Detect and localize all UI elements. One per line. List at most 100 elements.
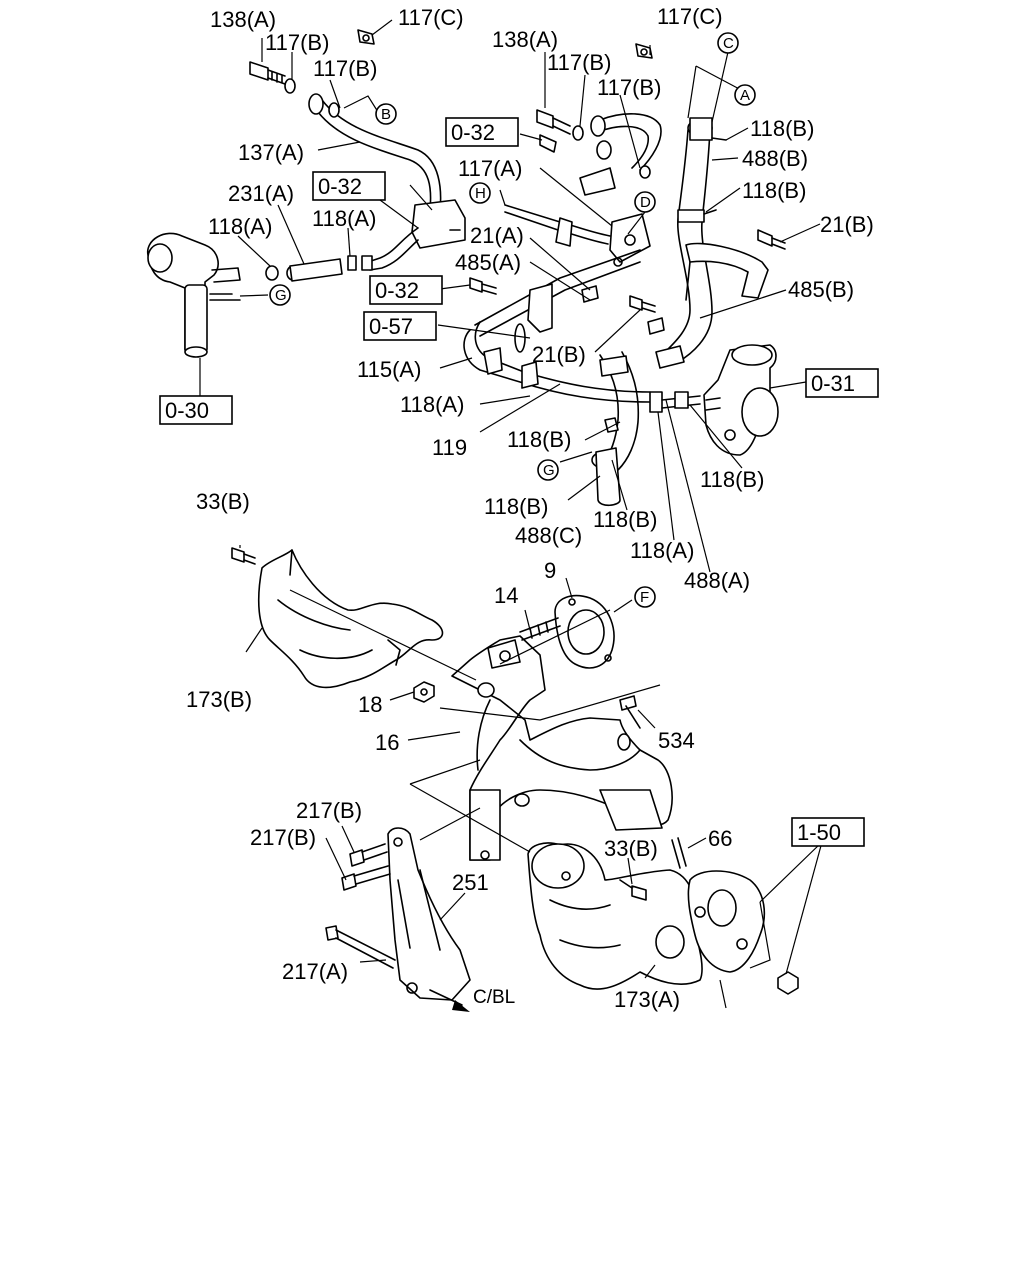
reference-boxes: 0-32 0-32 0-32 0-57 0-31 0-30 1-50 [159,117,879,847]
pipe-137a [308,93,466,271]
callout-118b-3: 118(B) [507,427,571,452]
exhaust-elbow-16 [451,635,673,861]
hose-231a [265,255,357,282]
pipe-488b [661,117,727,363]
callout-485a: 485(A) [455,250,521,275]
callout-9: 9 [544,558,556,583]
callout-117c-right: 117(C) [657,4,723,29]
ref-0-32-mid: 0-32 [375,278,419,303]
callout-119: 119 [432,435,467,460]
bolt-217b-upper [349,843,388,867]
callout-485b: 485(B) [788,277,854,302]
bolt-217a [325,925,396,969]
callout-115a: 115(A) [357,357,421,382]
callout-251: 251 [452,870,489,895]
marker-b: B [381,106,391,123]
callout-217b-1: 217(B) [296,798,362,823]
callout-cbl: C/BL [473,987,515,1008]
callout-138a-left: 138(A) [210,7,276,32]
callout-173a: 173(A) [614,987,680,1012]
callout-21b-mid: 21(B) [532,342,586,367]
bracket-251 [387,827,471,1001]
callout-118b-6: 118(B) [593,507,657,532]
ref-0-32-top: 0-32 [451,120,495,145]
callout-33b-top: 33(B) [196,489,250,514]
callout-labels: 138(A) 117(C) 117(B) 117(B) 138(A) 117(C… [186,4,874,1012]
marker-f: F [640,589,649,606]
callout-118a-3: 118(A) [400,392,464,417]
leader-lines-upper [199,19,821,573]
bolt-217b-lower [341,865,391,891]
callout-137a: 137(A) [238,140,304,165]
callout-488c: 488(C) [515,523,582,548]
callout-231a: 231(A) [228,181,294,206]
pipe-117a [504,167,651,267]
callout-117b-mid2: 117(B) [597,75,661,100]
ref-0-30: 0-30 [165,398,209,423]
ref-0-57: 0-57 [369,314,413,339]
bolt-485a [469,277,497,295]
pipe-119 [591,351,701,507]
callout-118b-1: 118(B) [750,116,814,141]
pipe-upper-elbow [539,113,662,179]
thermostat-housing [703,344,779,456]
pipe-115a [463,249,651,403]
bolt-33b-lower [619,879,647,901]
callout-118a-1: 118(A) [208,214,272,239]
callout-117c-left: 117(C) [398,5,464,30]
callout-217b-2: 217(B) [250,825,316,850]
callout-138a-right: 138(A) [492,27,558,52]
ref-0-32-left: 0-32 [318,174,362,199]
ref-1-50: 1-50 [797,820,841,845]
stud-14 [519,617,561,641]
nut-1-50 [777,971,799,995]
leader-lines-lower [239,545,823,1009]
callout-534: 534 [658,728,695,753]
hose-clamps-misc [647,317,685,369]
callout-117a: 117(A) [458,156,522,181]
washer-117b-left [284,78,296,94]
callout-118b-4: 118(B) [700,467,764,492]
callout-18: 18 [358,692,382,717]
callout-21a: 21(A) [470,223,524,248]
callout-14: 14 [494,583,518,608]
bolt-138a-left [249,61,286,85]
bracket-485b [685,242,769,301]
callout-118a-2: 118(A) [312,206,376,231]
nut-18 [413,681,435,703]
bolt-21b-right [757,229,786,250]
marker-g-upper: G [275,287,287,304]
callout-217a: 217(A) [282,959,348,984]
callout-118b-2: 118(B) [742,178,806,203]
ref-0-31: 0-31 [811,371,855,396]
callout-118b-5: 118(B) [484,494,548,519]
callout-117b-left2: 117(B) [313,56,377,81]
callout-117b-left1: 117(B) [265,30,329,55]
bolt-21b-mid [629,295,656,313]
callout-33b-lower: 33(B) [604,836,658,861]
bolt-534 [619,695,641,729]
marker-a: A [740,87,750,104]
marker-c: C [723,35,734,52]
gasket-9 [554,594,615,669]
callout-117b-mid1: 117(B) [547,50,611,75]
callout-173b: 173(B) [186,687,252,712]
washer-117b-mid [572,125,584,141]
water-outlet-housing [147,232,241,358]
bolt-33b-top [231,547,256,565]
callout-66: 66 [708,826,732,851]
exhaust-flange-right [687,870,766,973]
circled-markers: A B C D F G G H [269,32,756,608]
clip-117c-left [357,29,375,45]
heat-shield-173b [257,549,444,689]
heat-shield-173a [527,842,703,990]
arrow-cbl [429,989,470,1012]
stud-66 [671,837,687,869]
clip-117c-right [635,43,653,59]
callout-21b-right: 21(B) [820,212,874,237]
marker-g-lower: G [543,462,555,479]
callout-16: 16 [375,730,399,755]
bolt-138a-right [536,109,571,135]
callout-118a-4: 118(A) [630,538,694,563]
